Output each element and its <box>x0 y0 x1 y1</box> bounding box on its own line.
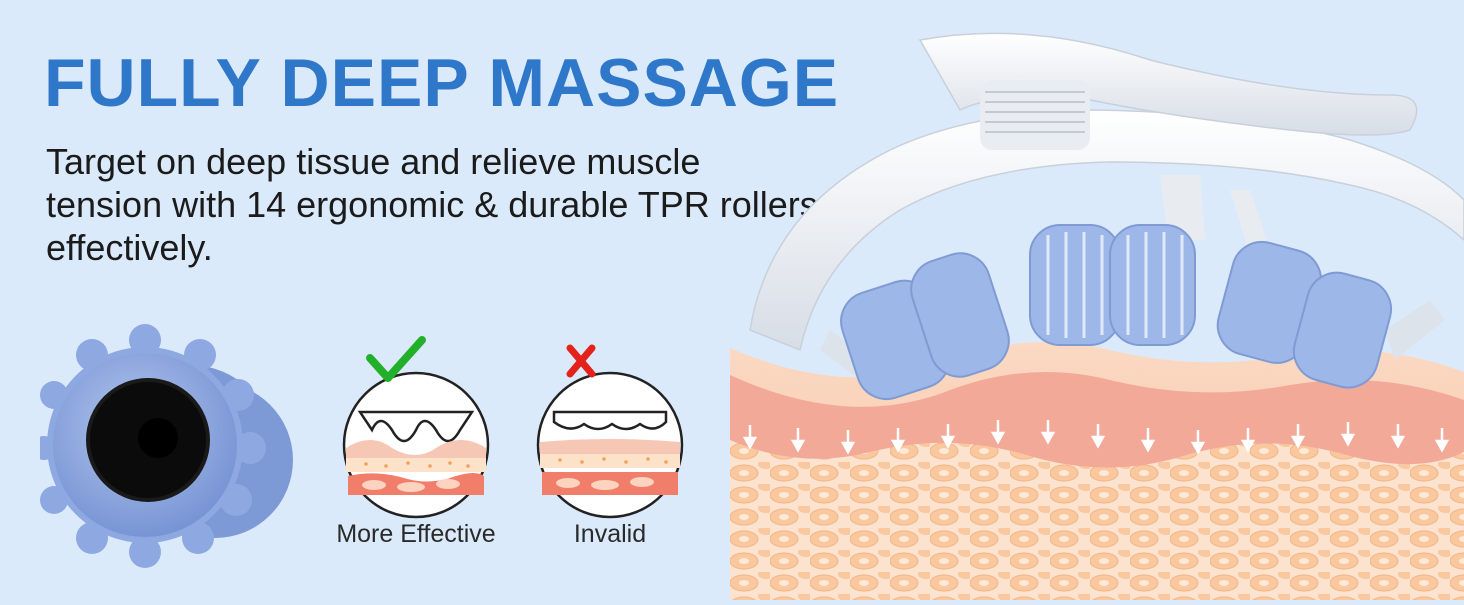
comparison-effective: More Effective <box>326 330 506 570</box>
caption-more-effective: More Effective <box>336 520 496 548</box>
roller-ridges <box>1046 232 1184 338</box>
check-icon <box>366 336 426 382</box>
comparison-invalid: Invalid <box>520 330 700 570</box>
roller-axle-hole <box>138 418 178 458</box>
massager-handle <box>749 32 1464 380</box>
massager-rollers <box>840 224 1393 401</box>
roller-illustration <box>32 310 300 580</box>
x-mark-icon <box>566 344 596 378</box>
roller-left <box>840 252 1010 401</box>
pressure-arrows <box>742 420 1450 455</box>
massager-device-illustration <box>730 0 1464 600</box>
description: Target on deep tissue and relieve muscle… <box>46 141 818 268</box>
fat-layer <box>730 440 1464 600</box>
caption-invalid: Invalid <box>573 520 647 548</box>
roller-middle <box>1029 224 1196 346</box>
headline: FULLY DEEP MASSAGE <box>44 45 840 121</box>
roller-right <box>1216 240 1393 389</box>
